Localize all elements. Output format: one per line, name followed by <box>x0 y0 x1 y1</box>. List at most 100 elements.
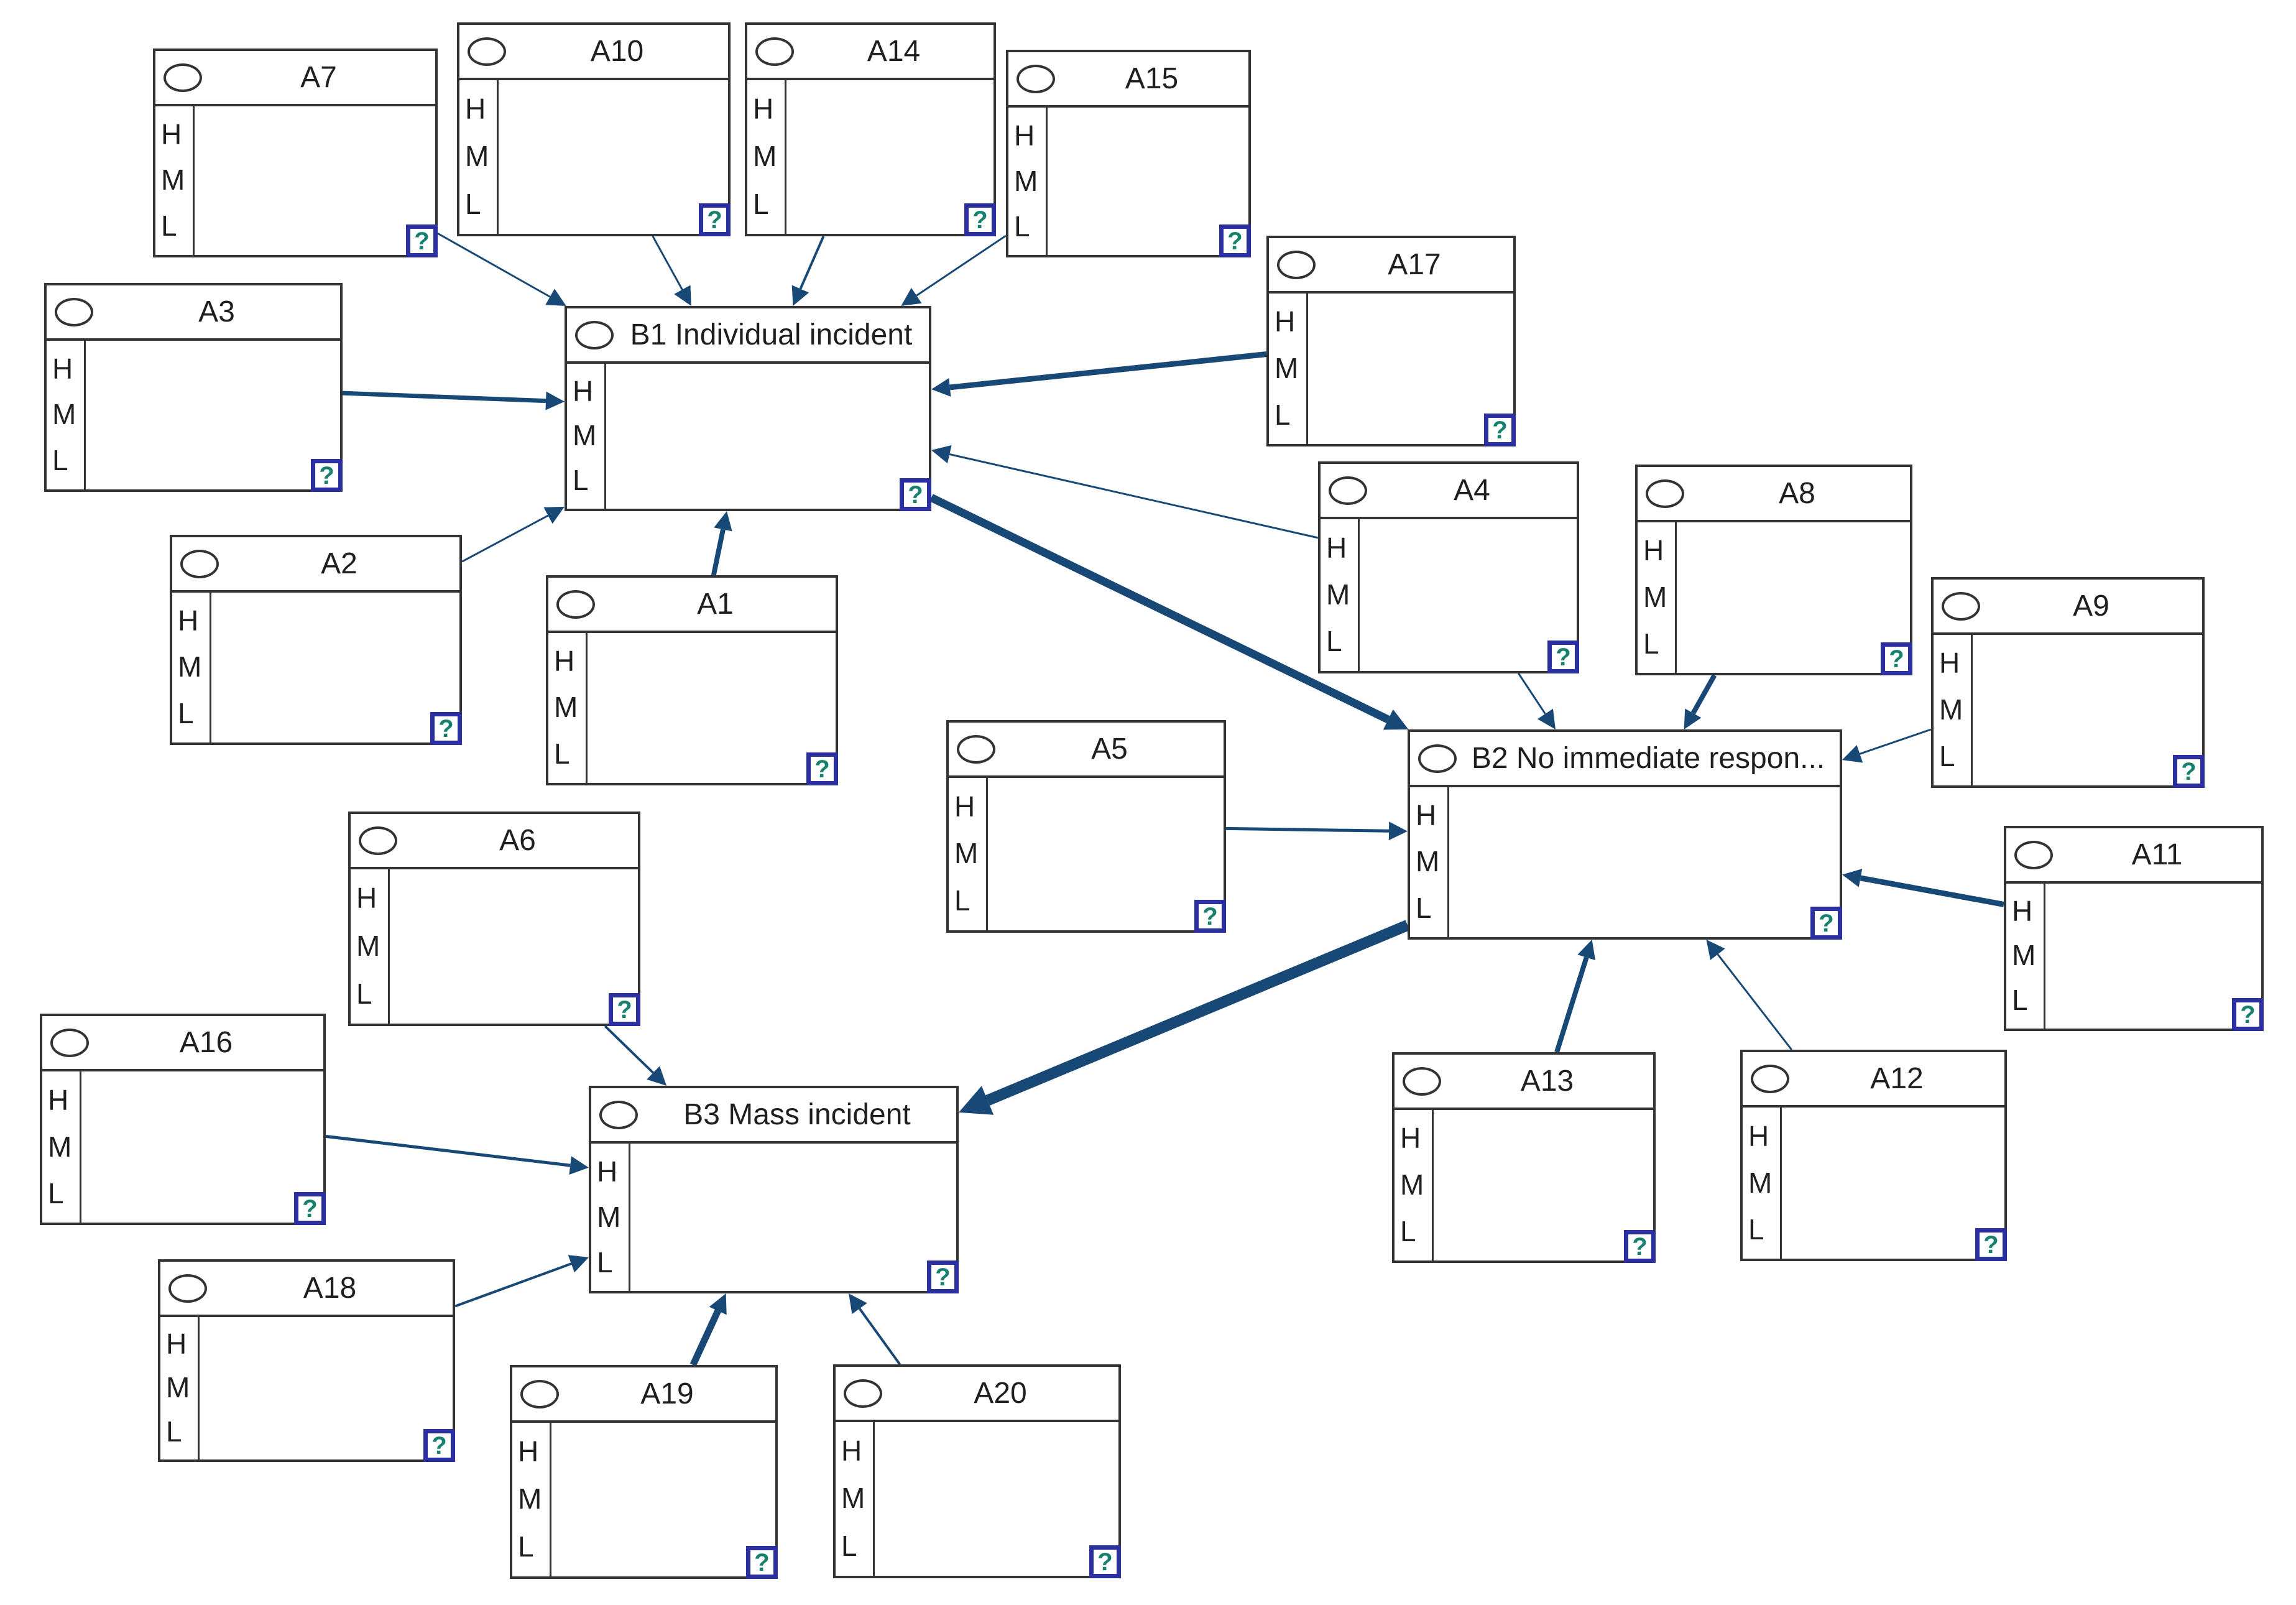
help-icon[interactable]: ? <box>430 712 462 745</box>
state-label-medium: M <box>554 691 578 724</box>
help-icon[interactable]: ? <box>609 993 640 1026</box>
node-plot-area <box>2045 884 2261 1029</box>
help-icon[interactable]: ? <box>2232 998 2264 1031</box>
node-titlebar: A3 <box>47 285 340 341</box>
arrowhead <box>931 445 952 464</box>
node-plot-area <box>86 341 340 489</box>
node-title: A3 <box>198 295 235 328</box>
state-label-high: H <box>1326 531 1347 564</box>
state-label-low: L <box>465 187 481 220</box>
state-label-medium: M <box>518 1482 542 1515</box>
arrowhead <box>714 511 732 532</box>
state-label-high: H <box>465 93 486 126</box>
state-label-high: H <box>1014 119 1035 152</box>
help-icon[interactable]: ? <box>1194 900 1226 933</box>
state-label-medium: M <box>1014 164 1038 197</box>
help-icon[interactable]: ? <box>806 752 838 785</box>
state-label-medium: M <box>1643 580 1667 613</box>
help-icon[interactable]: ? <box>699 203 731 236</box>
arrowhead <box>959 1086 994 1115</box>
oval-node-icon <box>599 1100 638 1129</box>
state-label-medium: M <box>573 419 597 452</box>
node-titlebar: A17 <box>1269 238 1513 294</box>
help-icon[interactable]: ? <box>964 203 996 236</box>
state-label-medium: M <box>166 1371 190 1404</box>
node-plot-area <box>1677 522 1910 673</box>
node-titlebar: A12 <box>1743 1052 2004 1108</box>
edge-A18-B3 <box>454 1255 589 1308</box>
help-icon[interactable]: ? <box>927 1260 959 1293</box>
help-icon[interactable]: ? <box>1975 1228 2007 1261</box>
node-title: A5 <box>1091 733 1128 765</box>
help-icon[interactable]: ? <box>311 459 343 492</box>
node-titlebar: A15 <box>1008 52 1248 108</box>
edge-A10-B1 <box>652 236 691 306</box>
oval-node-icon <box>164 63 202 92</box>
help-icon[interactable]: ? <box>294 1192 326 1225</box>
arrowhead <box>674 285 691 306</box>
arrowhead <box>1706 940 1725 960</box>
state-label-low: L <box>518 1530 534 1563</box>
help-icon[interactable]: ? <box>406 224 438 257</box>
help-icon[interactable]: ? <box>746 1546 778 1579</box>
oval-node-icon <box>50 1028 89 1057</box>
help-icon[interactable]: ? <box>1881 642 1912 675</box>
help-icon[interactable]: ? <box>1810 907 1842 940</box>
edge-A8-B2 <box>1684 674 1717 729</box>
oval-node-icon <box>755 37 794 66</box>
help-icon[interactable]: ? <box>1624 1230 1656 1263</box>
state-label-medium: M <box>1416 845 1440 878</box>
state-label-high: H <box>573 374 594 407</box>
state-label-medium: M <box>48 1130 72 1163</box>
help-icon[interactable]: ? <box>1484 414 1516 446</box>
help-icon[interactable]: ? <box>2173 755 2205 788</box>
state-label-high: H <box>597 1155 618 1188</box>
help-icon[interactable]: ? <box>423 1429 455 1462</box>
node-title: A19 <box>640 1377 694 1410</box>
help-icon[interactable]: ? <box>900 478 931 511</box>
state-label-low: L <box>356 977 372 1010</box>
help-icon[interactable]: ? <box>1547 641 1579 673</box>
state-label-high: H <box>753 93 774 126</box>
node-title: A10 <box>590 35 644 68</box>
node-titlebar: A16 <box>42 1016 323 1071</box>
help-icon[interactable]: ? <box>1219 224 1251 257</box>
arrowhead <box>543 506 565 524</box>
state-label-low: L <box>178 696 194 729</box>
state-label-medium: M <box>1400 1168 1424 1201</box>
help-icon[interactable]: ? <box>1089 1545 1121 1578</box>
